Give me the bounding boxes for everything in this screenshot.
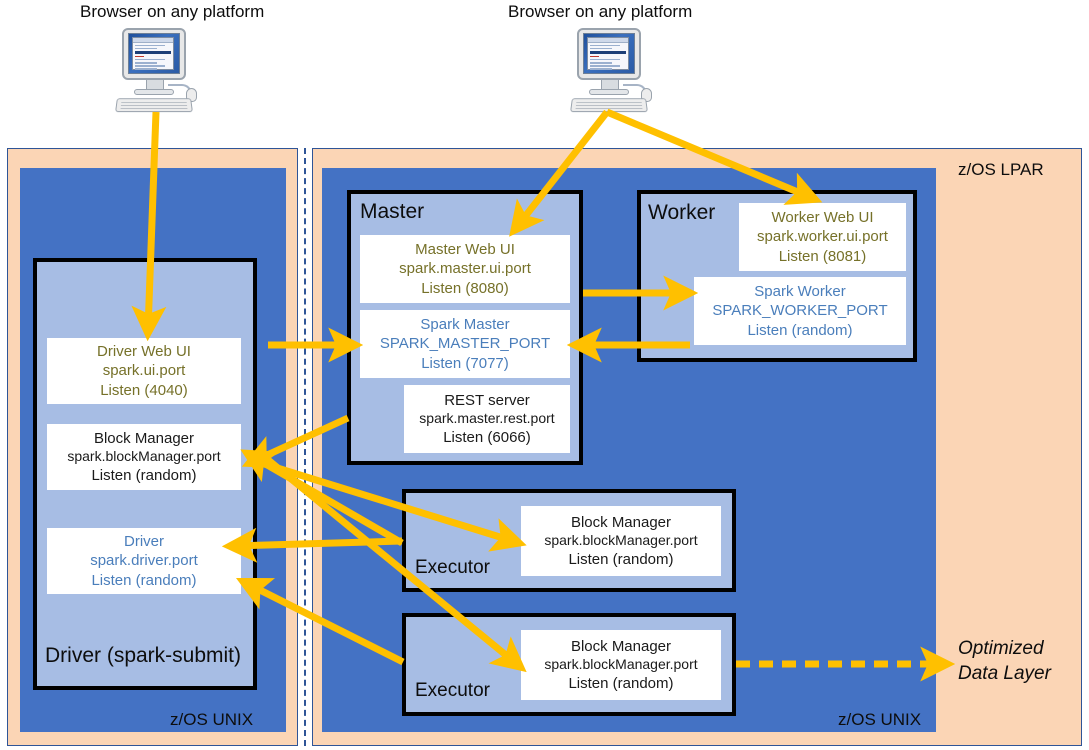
executor-1-block-manager-box[interactable]: Block Manager spark.blockManager.port Li…	[521, 506, 721, 576]
driver-bm-line-1: Block Manager	[93, 429, 195, 447]
optimized-data-layer-label: Optimized Data Layer	[958, 636, 1051, 686]
browser-window-graphic	[587, 37, 629, 70]
driver-port-box[interactable]: Driver spark.driver.port Listen (random)	[47, 528, 241, 594]
worker-web-ui-line-1: Worker Web UI	[771, 209, 874, 227]
worker-web-ui-line-2: spark.worker.ui.port	[757, 228, 888, 246]
driver-web-ui-box[interactable]: Driver Web UI spark.ui.port Listen (4040…	[47, 338, 241, 404]
spark-master-line-3: Listen (7077)	[421, 354, 509, 372]
driver-web-ui-line-2: spark.ui.port	[102, 362, 186, 380]
rest-server-line-2: spark.master.rest.port	[419, 410, 555, 427]
driver-bm-line-2: spark.blockManager.port	[67, 448, 221, 465]
browser-window-graphic	[132, 37, 174, 70]
monitor-neck	[601, 80, 619, 90]
worker-web-ui-line-3: Listen (8081)	[778, 247, 867, 265]
zos-unix-label-right: z/OS UNIX	[838, 710, 922, 729]
driver-block-manager-box[interactable]: Block Manager spark.blockManager.port Li…	[47, 424, 241, 490]
spark-master-line-2: SPARK_MASTER_PORT	[379, 335, 551, 353]
master-web-ui-line-3: Listen (8080)	[421, 279, 509, 297]
exec2-bm-line-3: Listen (random)	[568, 674, 674, 692]
spark-master-line-1: Spark Master	[420, 316, 510, 334]
driver-bm-line-3: Listen (random)	[91, 466, 197, 484]
driver-group-title: Driver (spark-submit)	[45, 644, 242, 667]
monitor-screen	[128, 33, 180, 74]
browser-caption-left: Browser on any platform	[80, 2, 265, 21]
exec1-bm-line-2: spark.blockManager.port	[544, 532, 698, 549]
spark-worker-box[interactable]: Spark Worker SPARK_WORKER_PORT Listen (r…	[694, 277, 906, 345]
executor-2-block-manager-box[interactable]: Block Manager spark.blockManager.port Li…	[521, 630, 721, 700]
driver-web-ui-line-3: Listen (4040)	[100, 381, 188, 399]
rest-server-line-3: Listen (6066)	[443, 428, 531, 446]
master-web-ui-line-1: Master Web UI	[415, 241, 515, 259]
zos-lpar-label: z/OS LPAR	[958, 160, 1044, 179]
rest-server-line-1: REST server	[444, 391, 530, 409]
exec1-bm-line-1: Block Manager	[570, 513, 672, 531]
exec1-bm-line-3: Listen (random)	[568, 550, 674, 568]
odl-line-1: Optimized	[958, 638, 1044, 659]
master-web-ui-box[interactable]: Master Web UI spark.master.ui.port Liste…	[360, 235, 570, 303]
browser-computer-icon-left	[108, 28, 200, 116]
monitor-screen	[583, 33, 635, 74]
exec2-bm-line-2: spark.blockManager.port	[544, 656, 698, 673]
driver-port-line-3: Listen (random)	[91, 571, 197, 589]
executor-2-title: Executor	[415, 680, 490, 701]
exec2-bm-line-1: Block Manager	[570, 637, 672, 655]
master-group-title: Master	[360, 200, 425, 223]
master-web-ui-line-2: spark.master.ui.port	[399, 260, 531, 278]
worker-web-ui-box[interactable]: Worker Web UI spark.worker.ui.port Liste…	[739, 203, 906, 271]
spark-worker-line-2: SPARK_WORKER_PORT	[712, 302, 888, 320]
zos-unix-label-left: z/OS UNIX	[170, 710, 254, 729]
executor-1-title: Executor	[415, 557, 490, 578]
spark-master-box[interactable]: Spark Master SPARK_MASTER_PORT Listen (7…	[360, 310, 570, 378]
driver-web-ui-line-1: Driver Web UI	[97, 343, 191, 361]
keyboard-icon	[570, 98, 648, 113]
keyboard-icon	[115, 98, 193, 113]
monitor-neck	[146, 80, 164, 90]
rest-server-box[interactable]: REST server spark.master.rest.port Liste…	[404, 385, 570, 453]
driver-port-line-1: Driver	[124, 533, 164, 551]
driver-port-line-2: spark.driver.port	[90, 552, 198, 570]
browser-computer-icon-right	[563, 28, 655, 116]
browser-caption-right: Browser on any platform	[508, 2, 693, 21]
odl-line-2: Data Layer	[958, 663, 1051, 684]
spark-worker-line-1: Spark Worker	[754, 283, 846, 301]
worker-group-title: Worker	[648, 201, 716, 224]
lpar-divider	[304, 148, 306, 746]
spark-worker-line-3: Listen (random)	[747, 321, 853, 339]
